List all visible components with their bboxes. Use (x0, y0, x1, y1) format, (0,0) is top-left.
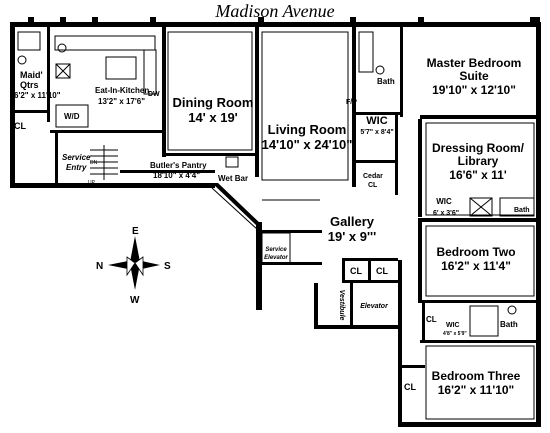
gallery-closet-1: CL (350, 266, 362, 276)
service-elevator-label: Service (265, 247, 287, 253)
street-name: Madison Avenue (214, 1, 334, 21)
vestibule-label: Vestibule (338, 290, 345, 321)
service-stairs (90, 145, 118, 180)
dining-dim: 14' x 19' (188, 110, 238, 125)
compass-needle-north (130, 236, 140, 262)
kitchen-counter-side (143, 49, 157, 95)
small-labels: DW W/D CL Service Entry DN UP Wet Bar Ba… (14, 77, 530, 392)
butler-name: Butler's Pantry (150, 161, 207, 170)
master-bath-tub (358, 31, 374, 73)
bed2-closet-label: CL (426, 315, 437, 324)
bed2-bath-tub (469, 305, 499, 337)
fireplace-label: F/P (346, 99, 357, 106)
master-bath-label: Bath (377, 77, 395, 86)
service-elevator-label-2: Elevator (264, 255, 288, 261)
dressing-bath-label: Bath (514, 207, 530, 214)
wet-bar-sink (225, 156, 239, 168)
master-name-2: Suite (459, 69, 489, 83)
gallery-closet-2: CL (376, 266, 388, 276)
room-labels: Maid' Qtrs 6'2" x 11'10" Eat-In-Kitchen … (14, 56, 525, 397)
dressing-dim: 16'6" x 11' (449, 168, 507, 182)
washer-dryer (55, 104, 89, 128)
kitchen-counter (54, 35, 156, 51)
compass-label-n: N (96, 261, 103, 272)
outer-walls (10, 17, 541, 427)
cedar-closet-cl: CL (368, 182, 378, 189)
washer-dryer-label: W/D (64, 112, 80, 121)
master-dim: 19'10" x 12'10" (432, 83, 516, 97)
bed2-name: Bedroom Two (436, 245, 515, 259)
compass-needle-south (130, 264, 140, 290)
bed3-dim: 16'2" x 11'10" (438, 383, 514, 397)
compass-label-w: W (130, 295, 140, 306)
service-entry-label: Service (62, 153, 91, 162)
bed2-dim: 16'2" x 11'4" (441, 259, 511, 273)
master-wic-label: WIC (366, 115, 387, 127)
dressing-name: Dressing Room/ (432, 141, 525, 155)
bed2-wic-dim: 4'8" x 5'9" (443, 331, 467, 337)
stairs-up-label: UP (88, 180, 96, 186)
compass-label-e: E (132, 226, 139, 237)
dressing-name-2: Library (458, 154, 499, 168)
bed2-bath-label: Bath (500, 320, 518, 329)
interior-walls (10, 27, 540, 368)
bed3-closet-label: CL (404, 382, 416, 392)
dishwasher-label: DW (148, 91, 160, 98)
maid-room-name-2: Qtrs (20, 80, 39, 90)
butler-dim: 18'10" x 4'4" (153, 171, 200, 180)
stairs-down-label: DN (90, 160, 98, 166)
thin-lines (167, 31, 535, 420)
elevator-label: Elevator (360, 303, 389, 310)
dining-name: Dining Room (173, 95, 254, 110)
maid-room-dim: 6'2" x 11'10" (14, 91, 61, 100)
gallery-dim: 19' x 9''' (328, 229, 377, 244)
bed3-name: Bedroom Three (432, 369, 521, 383)
kitchen-island (105, 56, 137, 80)
maid-room-name: Maid' (20, 70, 43, 80)
kitchen-name: Eat-In-Kitchen (95, 86, 149, 95)
cedar-closet-label: Cedar (363, 173, 383, 180)
gallery-name: Gallery (330, 214, 375, 229)
fixtures (17, 31, 535, 337)
compass-label-s: S (164, 261, 171, 272)
wet-bar-label: Wet Bar (218, 174, 248, 183)
master-name: Master Bedroom (427, 56, 522, 70)
service-entry-label-2: Entry (66, 163, 87, 172)
maid-closet-label: CL (14, 121, 26, 131)
living-name: Living Room (268, 122, 347, 137)
living-dim: 14'10" x 24'10" (262, 137, 353, 152)
dressing-wic-label: WIC (436, 197, 452, 206)
dressing-wic-dim: 6' x 3'6" (433, 210, 459, 217)
master-wic-dim: 5'7" x 8'4" (360, 129, 393, 136)
bed2-wic-label: WIC (446, 322, 460, 329)
kitchen-dim: 13'2" x 17'6" (98, 97, 145, 106)
compass-rose: E N S W (96, 226, 171, 306)
